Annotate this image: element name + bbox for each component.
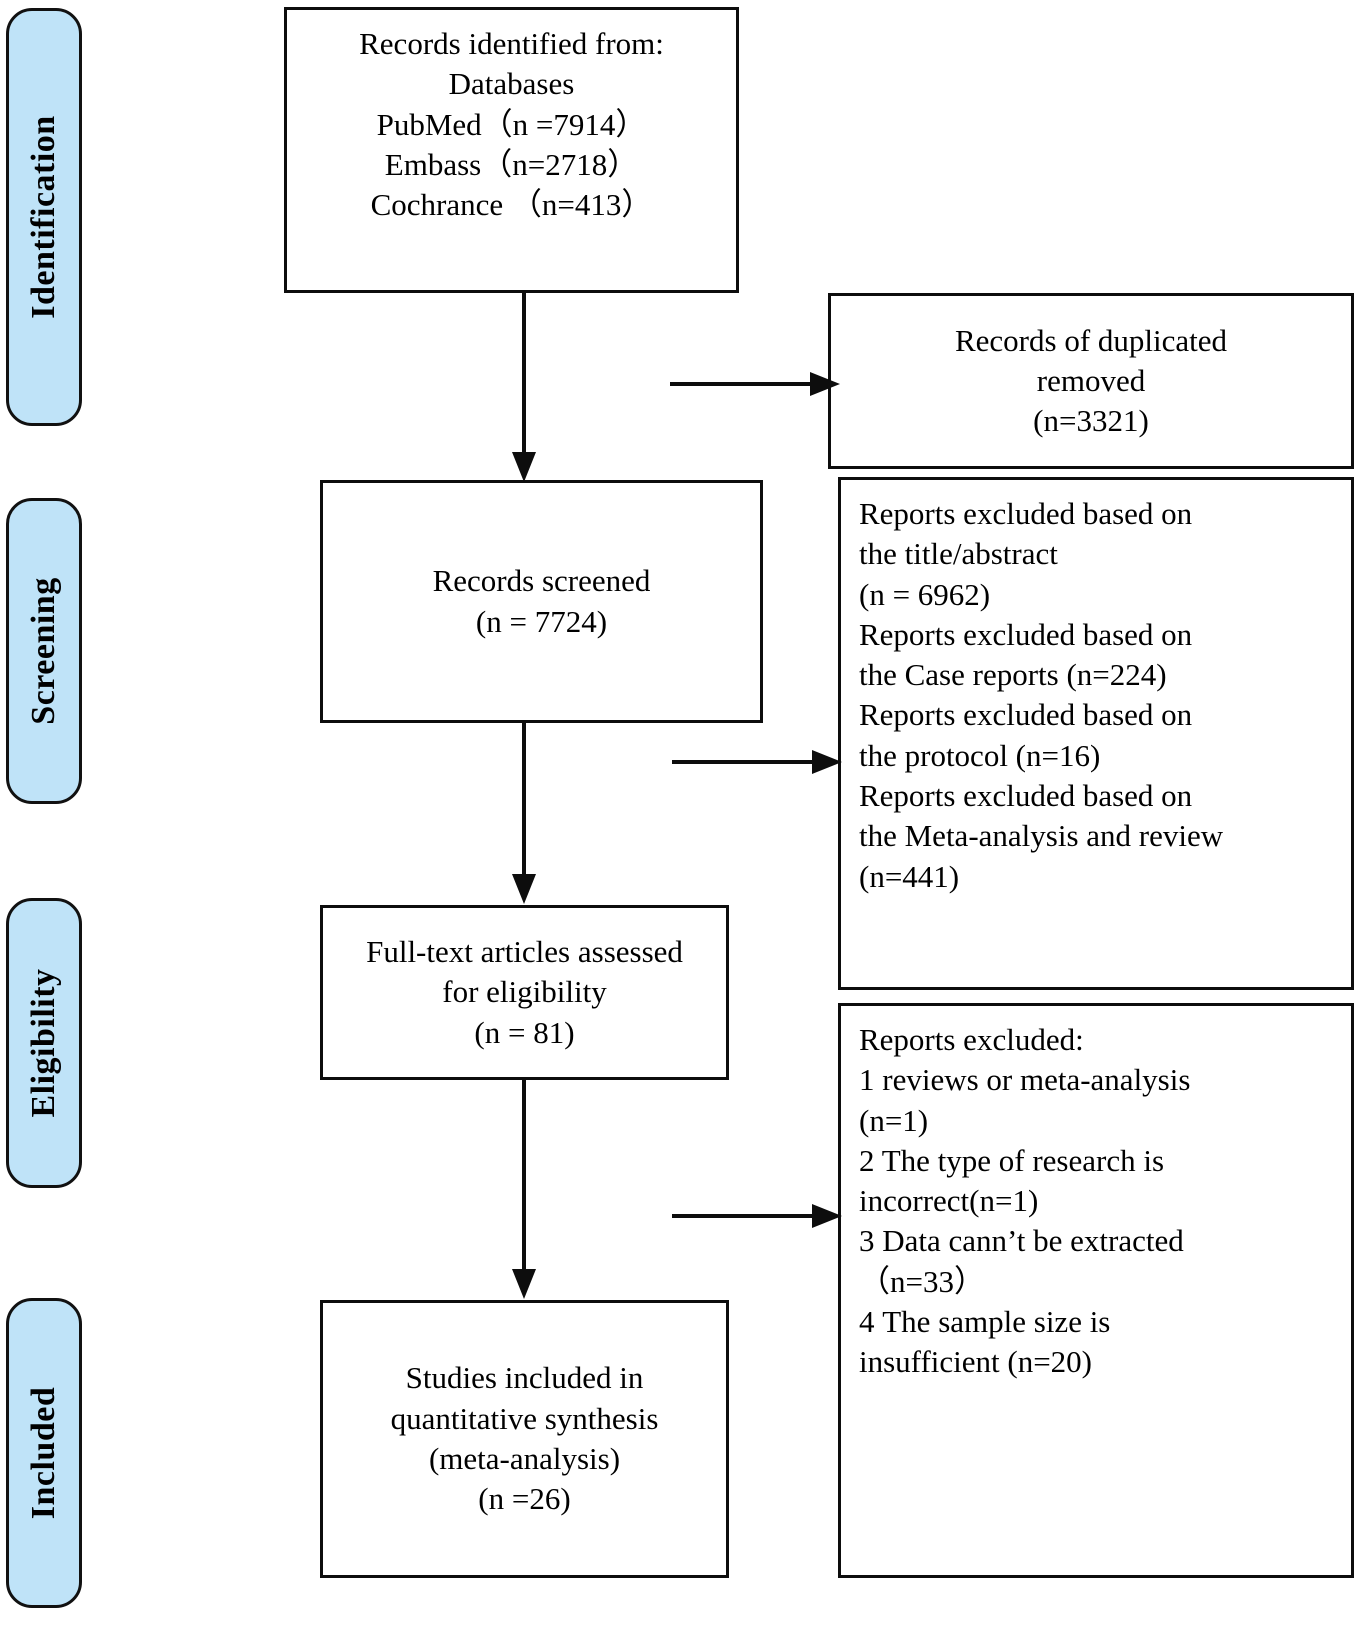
arrow-identified-to-screened	[508, 292, 540, 484]
box-records-screened-text: Records screened (n = 7724)	[432, 563, 651, 639]
stage-band-included: Included	[6, 1298, 82, 1608]
arrow-fulltext-to-excluded	[672, 1200, 844, 1232]
box-eligibility-excluded-text: Reports excluded: 1 reviews or meta-anal…	[859, 1022, 1191, 1380]
arrow-screened-to-fulltext	[508, 722, 540, 906]
stage-label-included: Included	[25, 1386, 62, 1520]
box-fulltext-assessed: Full-text articles assessed for eligibil…	[320, 905, 729, 1080]
box-studies-included-text: Studies included in quantitative synthes…	[390, 1360, 659, 1517]
stage-band-screening: Screening	[6, 498, 82, 804]
stage-band-eligibility: Eligibility	[6, 898, 82, 1188]
stage-label-eligibility: Eligibility	[25, 968, 62, 1118]
box-eligibility-excluded: Reports excluded: 1 reviews or meta-anal…	[838, 1003, 1354, 1578]
box-records-identified: Records identified from: Databases PubMe…	[284, 7, 739, 293]
box-screening-excluded: Reports excluded based on the title/abst…	[838, 477, 1354, 990]
box-duplicates-removed: Records of duplicated removed (n=3321)	[828, 293, 1354, 469]
box-studies-included: Studies included in quantitative synthes…	[320, 1300, 729, 1578]
arrow-fulltext-to-included	[508, 1079, 540, 1301]
box-screening-excluded-text: Reports excluded based on the title/abst…	[859, 496, 1224, 894]
arrow-screened-to-excluded	[672, 746, 844, 778]
box-records-identified-text: Records identified from: Databases PubMe…	[359, 26, 664, 223]
stage-label-identification: Identification	[25, 115, 62, 319]
box-fulltext-assessed-text: Full-text articles assessed for eligibil…	[366, 934, 683, 1050]
stage-band-identification: Identification	[6, 8, 82, 426]
arrow-identified-to-duplicates	[670, 368, 842, 400]
box-records-screened: Records screened (n = 7724)	[320, 480, 763, 723]
box-duplicates-removed-text: Records of duplicated removed (n=3321)	[954, 322, 1228, 439]
stage-label-screening: Screening	[25, 577, 62, 725]
